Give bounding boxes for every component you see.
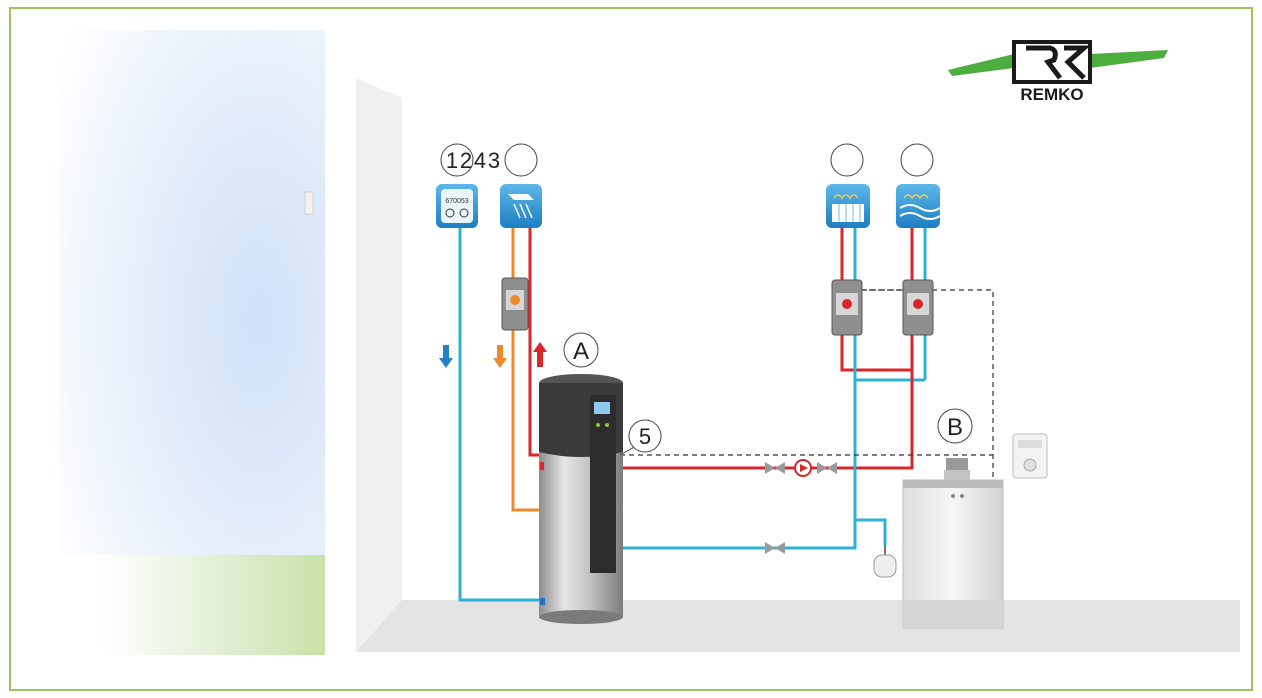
label-pump-group-left: 4 — [474, 148, 486, 173]
svg-text:5: 5 — [639, 424, 651, 449]
label-radiator — [830, 143, 864, 177]
brand-name: REMKO — [1020, 85, 1083, 104]
svg-text:3: 3 — [488, 148, 500, 173]
label-cold-water-meter: 1 — [440, 143, 474, 177]
svg-text:A: A — [573, 338, 589, 365]
valve-icon — [775, 462, 785, 474]
shower-pump-group — [501, 277, 529, 331]
room-controller — [1012, 433, 1048, 479]
pump-icon — [913, 299, 923, 309]
floor-pump-group — [902, 279, 934, 336]
svg-text:1: 1 — [446, 148, 458, 173]
cold-water-pipe — [458, 228, 542, 602]
arrow-up-hot — [533, 342, 547, 367]
arrow-down-cold — [439, 345, 453, 368]
return-pipe — [620, 380, 857, 550]
radiator-supply — [840, 228, 905, 372]
floor-heating-icon — [896, 184, 941, 228]
valve-icon — [817, 462, 827, 474]
grass-area — [100, 555, 325, 655]
label-connector: 5 — [619, 419, 662, 456]
remko-logo: REMKO — [948, 40, 1168, 104]
boiler — [902, 458, 1004, 629]
shower-icon — [500, 184, 542, 228]
svg-text:2: 2 — [460, 148, 472, 173]
valves — [765, 459, 837, 554]
pump-icon — [842, 299, 852, 309]
label-floor-heating — [900, 143, 934, 177]
meter-display: 670053 — [445, 198, 468, 205]
side-wall — [356, 78, 402, 652]
label-heat-pump-tank: A — [563, 332, 599, 368]
arrow-down-warm — [493, 345, 507, 368]
label-boiler: B — [937, 408, 973, 444]
pump-icon — [510, 295, 520, 305]
radiator-icon — [826, 184, 870, 228]
valve-icon — [765, 542, 775, 554]
label-shower: 2 — [460, 148, 472, 173]
radiator-pump-group — [831, 279, 863, 336]
svg-text:4: 4 — [474, 148, 486, 173]
radiator-return — [853, 228, 925, 382]
valve-icon — [775, 542, 785, 554]
expansion-vessel — [873, 545, 897, 578]
label-pump-group-right: 3 — [488, 148, 500, 173]
valve-icon — [765, 462, 775, 474]
label-shower-circle — [504, 143, 538, 177]
water-meter-icon: 670053 — [436, 184, 478, 228]
floor — [356, 600, 1240, 652]
sky-area — [60, 30, 325, 555]
window-handle — [304, 191, 314, 215]
valve-icon — [827, 462, 837, 474]
hot-water-pipe — [528, 228, 542, 457]
return-branch — [855, 518, 887, 545]
heat-pump-tank — [539, 374, 623, 624]
svg-text:B: B — [947, 414, 963, 441]
flow-arrows — [439, 342, 547, 368]
